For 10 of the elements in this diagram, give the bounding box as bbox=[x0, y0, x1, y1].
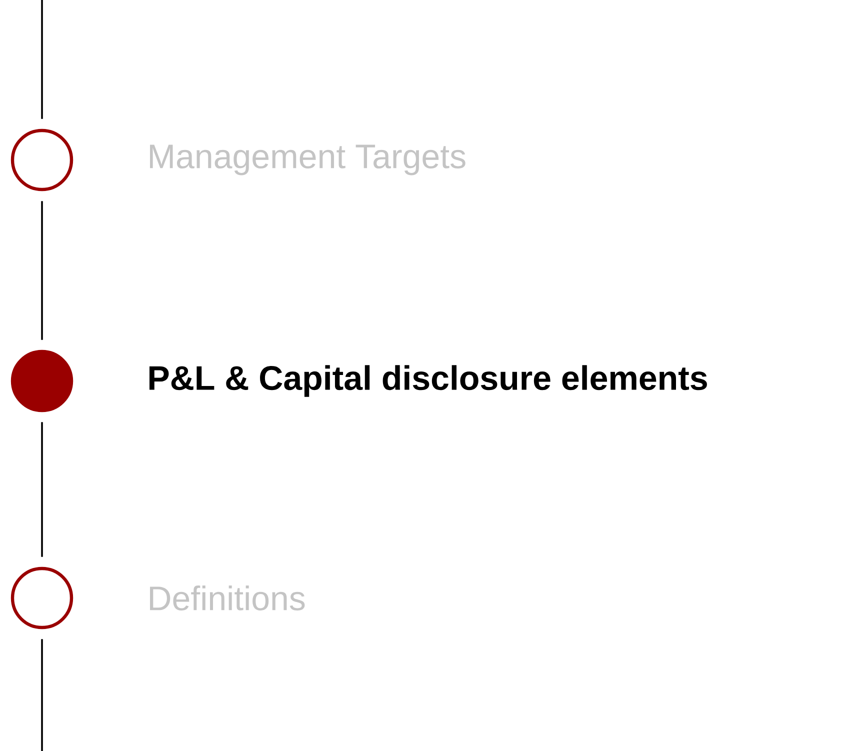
timeline-circle bbox=[10, 128, 74, 192]
step-label: Management Targets bbox=[150, 144, 466, 176]
timeline-circle bbox=[10, 350, 74, 412]
timeline-line bbox=[41, 639, 43, 751]
timeline-line bbox=[41, 201, 43, 340]
timeline-line bbox=[41, 0, 43, 119]
timeline-line bbox=[41, 422, 43, 557]
step-label: P&L & Capital disclosure elements bbox=[149, 365, 707, 397]
step-label: Definitions bbox=[150, 586, 305, 610]
timeline-circle bbox=[10, 566, 74, 630]
